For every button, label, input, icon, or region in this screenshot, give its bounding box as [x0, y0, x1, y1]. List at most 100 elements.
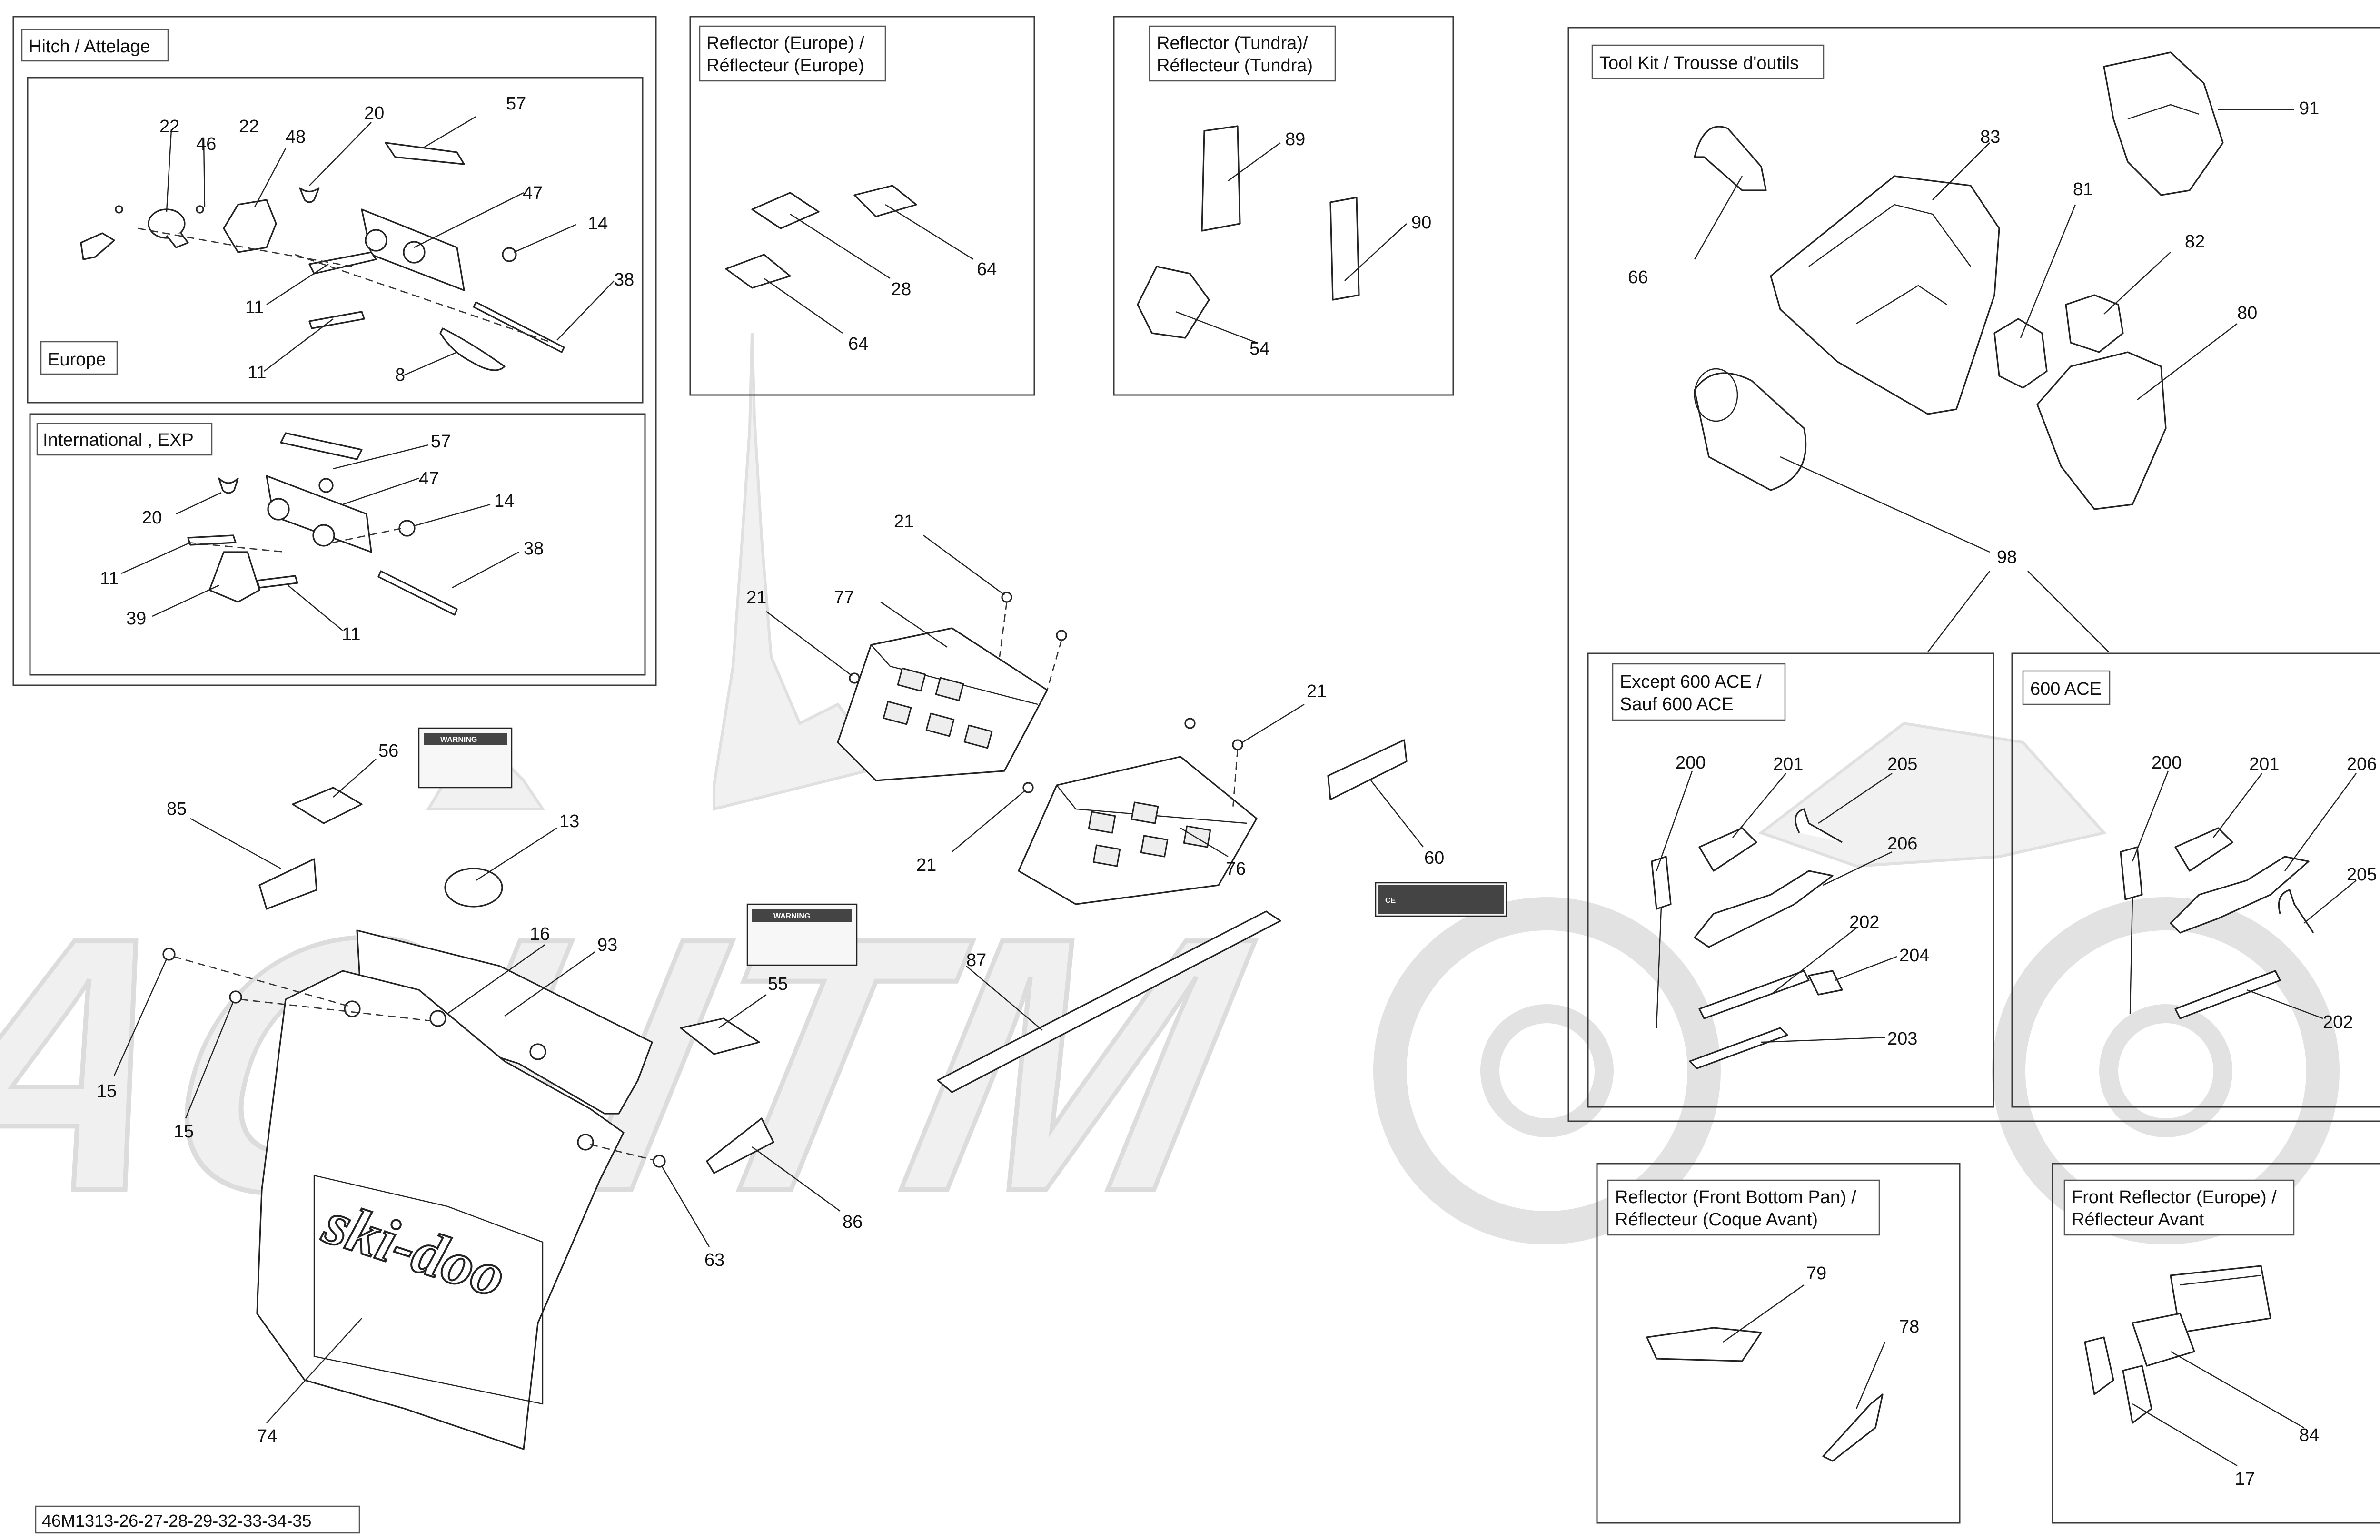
reflector-europe-title-box: [699, 25, 886, 82]
nut-14: [502, 247, 517, 262]
callout-76: 76: [1226, 859, 1246, 879]
callout-205-ace: 205: [2347, 865, 2377, 885]
callout-90: 90: [1411, 213, 1431, 233]
callout-78: 78: [1899, 1317, 1919, 1337]
callout-11b-intl: 11: [342, 624, 360, 644]
callout-11a-intl: 11: [100, 569, 119, 589]
front-europe-title-box: [2063, 1179, 2295, 1236]
plate-boss-b: [403, 241, 426, 264]
callout-204: 204: [1899, 946, 1929, 966]
callout-64b: 64: [848, 334, 868, 354]
europe-title-box: [40, 341, 118, 375]
callout-38-intl: 38: [524, 539, 544, 559]
callout-203: 203: [1887, 1029, 1917, 1049]
except-600-title-1: Except 600 ACE /: [1620, 672, 1762, 692]
callout-47: 47: [523, 183, 543, 203]
ace-600-title-box: [2022, 670, 2111, 705]
pin-38-intl: [377, 570, 458, 616]
tool-kit-frame: [1567, 27, 2380, 1122]
plate-boss-intl-b: [312, 524, 335, 547]
callout-11b: 11: [248, 363, 266, 383]
pin-38: [473, 301, 565, 353]
screw-21-d: [1184, 718, 1196, 729]
callout-16: 16: [530, 924, 550, 944]
plate-boss-a: [365, 229, 387, 252]
tool-kit-section: Tool Kit / Trousse d'outils 91 83 66 81 …: [1567, 27, 2380, 1122]
callout-60: 60: [1424, 848, 1444, 868]
international-callouts: 57 47 20 14 38 11 11 39: [100, 432, 544, 644]
main-assembly: 21 21 77 21 21 76 CE 60 WARNING 56 85 13…: [97, 512, 1507, 1450]
callout-86: 86: [843, 1212, 863, 1232]
callout-20: 20: [364, 103, 384, 123]
reflector-tundra-title-1: Reflector (Tundra)/: [1157, 33, 1308, 53]
screw-21-e: [1232, 739, 1243, 750]
reflector-europe-title-1: Reflector (Europe) /: [706, 33, 864, 53]
reference-code: 46M1313-26-27-28-29-32-33-34-35: [42, 1511, 311, 1530]
callout-93: 93: [597, 935, 617, 955]
callout-206-ace: 206: [2347, 754, 2377, 774]
tool-holder-91: [2103, 51, 2224, 196]
front-bottom-section: Reflector (Front Bottom Pan) / Réflecteu…: [1596, 1163, 1961, 1524]
callout-15-a: 15: [97, 1081, 117, 1101]
reflector-64-b: [725, 254, 791, 289]
flap-74: [256, 970, 625, 1450]
callout-77: 77: [834, 588, 854, 608]
callout-22a: 22: [159, 117, 179, 137]
intl-axis: [188, 542, 286, 553]
callout-64a: 64: [977, 259, 997, 279]
label-85: [258, 858, 317, 910]
europe-callouts: 22 46 22 48 20 57 47 14 38 11 11 8: [159, 94, 634, 385]
international-title: International , EXP: [43, 430, 194, 450]
strip-87: [937, 910, 1281, 1093]
clip-8: [439, 327, 506, 371]
wrench-202: [1698, 970, 1810, 1019]
hitch-lever-part: [80, 232, 115, 260]
callout-47-intl: 47: [419, 469, 439, 489]
callout-14-intl: 14: [494, 491, 514, 511]
screwdriver-handle-200-ace: [2120, 846, 2143, 900]
callout-206: 206: [1887, 834, 1917, 854]
callout-22b: 22: [239, 117, 259, 137]
europe-frame: [27, 77, 644, 404]
callout-66: 66: [1628, 267, 1648, 287]
callout-81: 81: [2073, 179, 2093, 199]
callout-21-left: 21: [746, 588, 766, 608]
international-hitch-parts: [187, 432, 458, 616]
callout-48: 48: [286, 127, 306, 147]
hitch-title: Hitch / Attelage: [29, 37, 150, 57]
washer-22-b: [196, 205, 204, 214]
warning-title-55: WARNING: [774, 912, 810, 920]
pin-11-a: [308, 251, 377, 275]
reflector-84: [2132, 1313, 2195, 1367]
label-55: [680, 1017, 760, 1055]
clip-17-b: [2122, 1365, 2152, 1424]
callout-21-top: 21: [894, 512, 914, 532]
callout-84: 84: [2299, 1425, 2319, 1445]
reflector-tundra-title-box: [1149, 25, 1336, 82]
hex-key-205-ace: [2278, 889, 2314, 933]
callout-54: 54: [1250, 339, 1269, 359]
except-600-title-box: [1612, 663, 1786, 721]
bit-holder-201: [1698, 827, 1757, 872]
front-europe-title-1: Front Reflector (Europe) /: [2072, 1187, 2277, 1207]
reference-box: [35, 1505, 360, 1534]
front-bottom-title-2: Réflecteur (Coque Avant): [1615, 1210, 1818, 1230]
front-europe-section: Front Reflector (Europe) / Réflecteur Av…: [2052, 1163, 2380, 1524]
plate-boss-intl-a: [267, 498, 290, 521]
callout-201-ace: 201: [2249, 754, 2279, 774]
except-600-frame: [1587, 652, 1994, 1108]
pad-81: [1993, 318, 2048, 389]
reflector-90: [1329, 197, 1360, 301]
nut-14-intl: [398, 520, 416, 537]
callout-63: 63: [704, 1250, 724, 1270]
international-title-box: [36, 423, 213, 456]
hex-key-205: [1795, 808, 1843, 843]
callout-83: 83: [1980, 127, 2000, 147]
tool-204: [1808, 970, 1843, 996]
front-bottom-title-box: [1607, 1179, 1880, 1236]
bracket-48: [223, 199, 277, 253]
tool-203: [1689, 1027, 1788, 1069]
knob-stem: [166, 233, 189, 248]
